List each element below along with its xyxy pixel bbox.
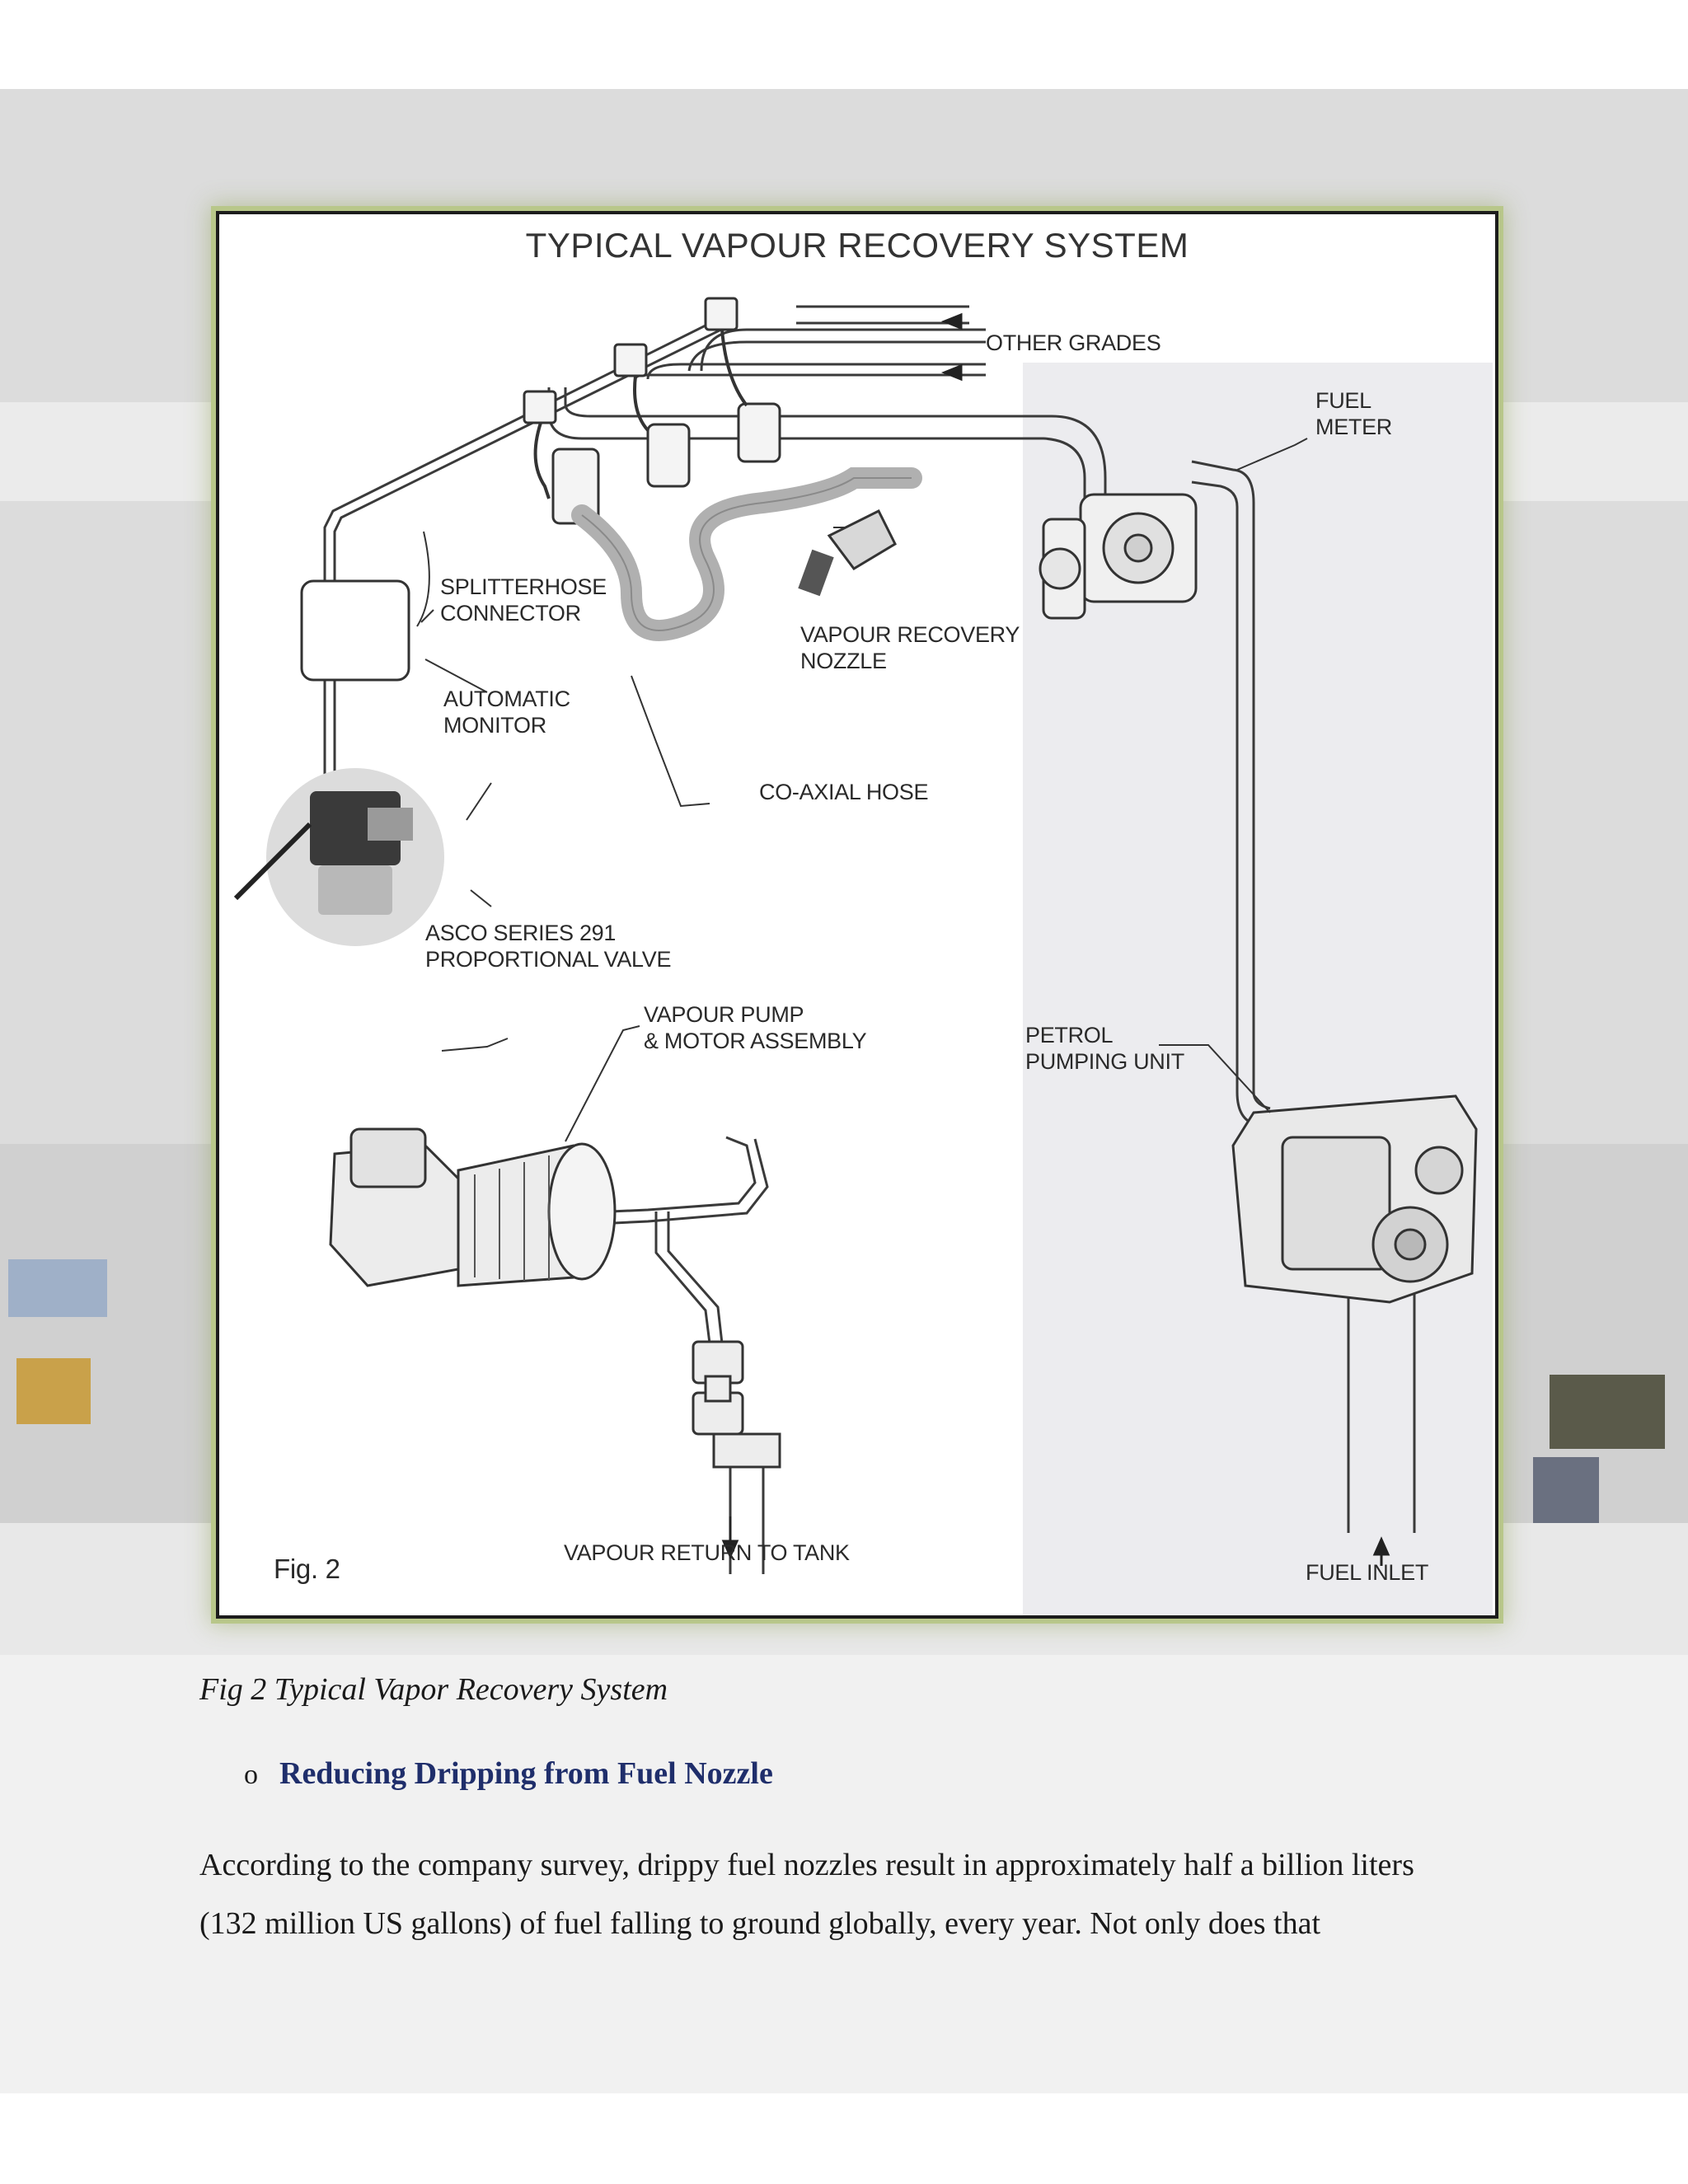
label-fuel-meter-line2: METER [1315, 415, 1393, 439]
label-nozzle-line1: VAPOUR RECOVERY [800, 622, 1020, 647]
bullet-marker: o [244, 1760, 258, 1790]
section-heading: Reducing Dripping from Fuel Nozzle [279, 1756, 773, 1791]
figure-number-label: Fig. 2 [274, 1554, 340, 1584]
label-petrol-line1: PETROL [1025, 1023, 1114, 1047]
label-coaxial-hose: CO-AXIAL HOSE [759, 780, 929, 804]
paragraph-line-1: According to the company survey, drippy … [199, 1848, 1414, 1882]
label-vapour-return: VAPOUR RETURN TO TANK [564, 1540, 850, 1565]
label-valve-line2: PROPORTIONAL VALVE [425, 947, 672, 972]
figure-caption: Fig 2 Typical Vapor Recovery System [199, 1672, 668, 1707]
label-nozzle-line2: NOZZLE [800, 649, 887, 673]
paragraph-line-2: (132 million US gallons) of fuel falling… [199, 1906, 1321, 1941]
vapour-recovery-figure: TYPICAL VAPOUR RECOVERY SYSTEM OTHER GRA… [216, 211, 1498, 1619]
vapour-recovery-diagram [233, 297, 1493, 1615]
section-heading-row: o Reducing Dripping from Fuel Nozzle [244, 1755, 773, 1792]
label-petrol-line2: PUMPING UNIT [1025, 1049, 1184, 1074]
label-fuel-meter-line1: FUEL [1315, 388, 1372, 413]
label-monitor-line2: MONITOR [443, 713, 546, 738]
label-other-grades: OTHER GRADES [986, 330, 1161, 355]
label-valve-line1: ASCO SERIES 291 [425, 921, 617, 945]
label-pump-line2: & MOTOR ASSEMBLY [644, 1029, 867, 1053]
label-fuel-inlet: FUEL INLET [1306, 1560, 1429, 1585]
figure-title: TYPICAL VAPOUR RECOVERY SYSTEM [525, 226, 1189, 265]
label-pump-line1: VAPOUR PUMP [644, 1002, 804, 1027]
label-monitor-line1: AUTOMATIC [443, 687, 570, 711]
body-paragraph: According to the company survey, drippy … [199, 1836, 1518, 1953]
label-splitterhose-line2: CONNECTOR [440, 601, 581, 626]
label-splitterhose-line1: SPLITTERHOSE [440, 574, 607, 599]
